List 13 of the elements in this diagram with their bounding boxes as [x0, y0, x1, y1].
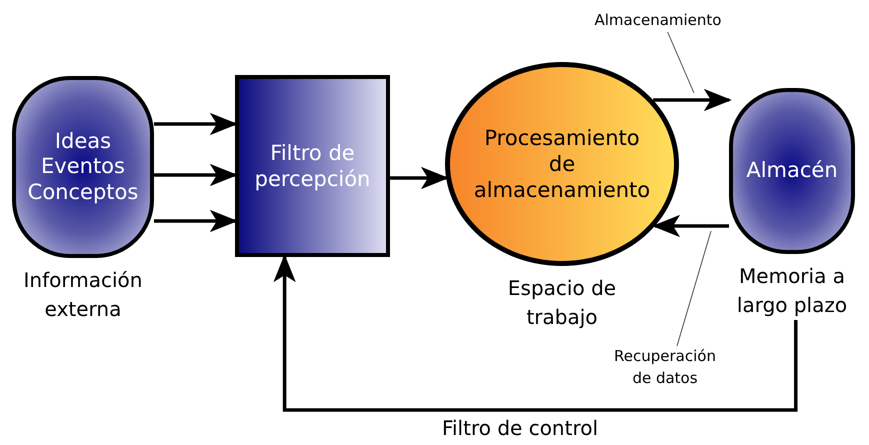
node-text: Conceptos: [26, 180, 140, 205]
leader-line: [676, 230, 712, 346]
node-label: Espacio de trabajo: [506, 275, 618, 331]
leader-line: [667, 32, 694, 94]
annotation-label: Recuperación de datos: [605, 346, 725, 390]
arrow: [653, 88, 732, 112]
node-text: Procesamiento de almacenamiento: [472, 124, 652, 204]
node-label: Información externa: [22, 267, 144, 323]
node-label: Memoria a largo plazo: [736, 263, 848, 319]
node-text: Eventos: [40, 154, 126, 180]
annotation-label: Almacenamiento: [578, 10, 738, 32]
node-text: Almacén: [745, 158, 839, 184]
node-text: Ideas: [54, 129, 112, 154]
